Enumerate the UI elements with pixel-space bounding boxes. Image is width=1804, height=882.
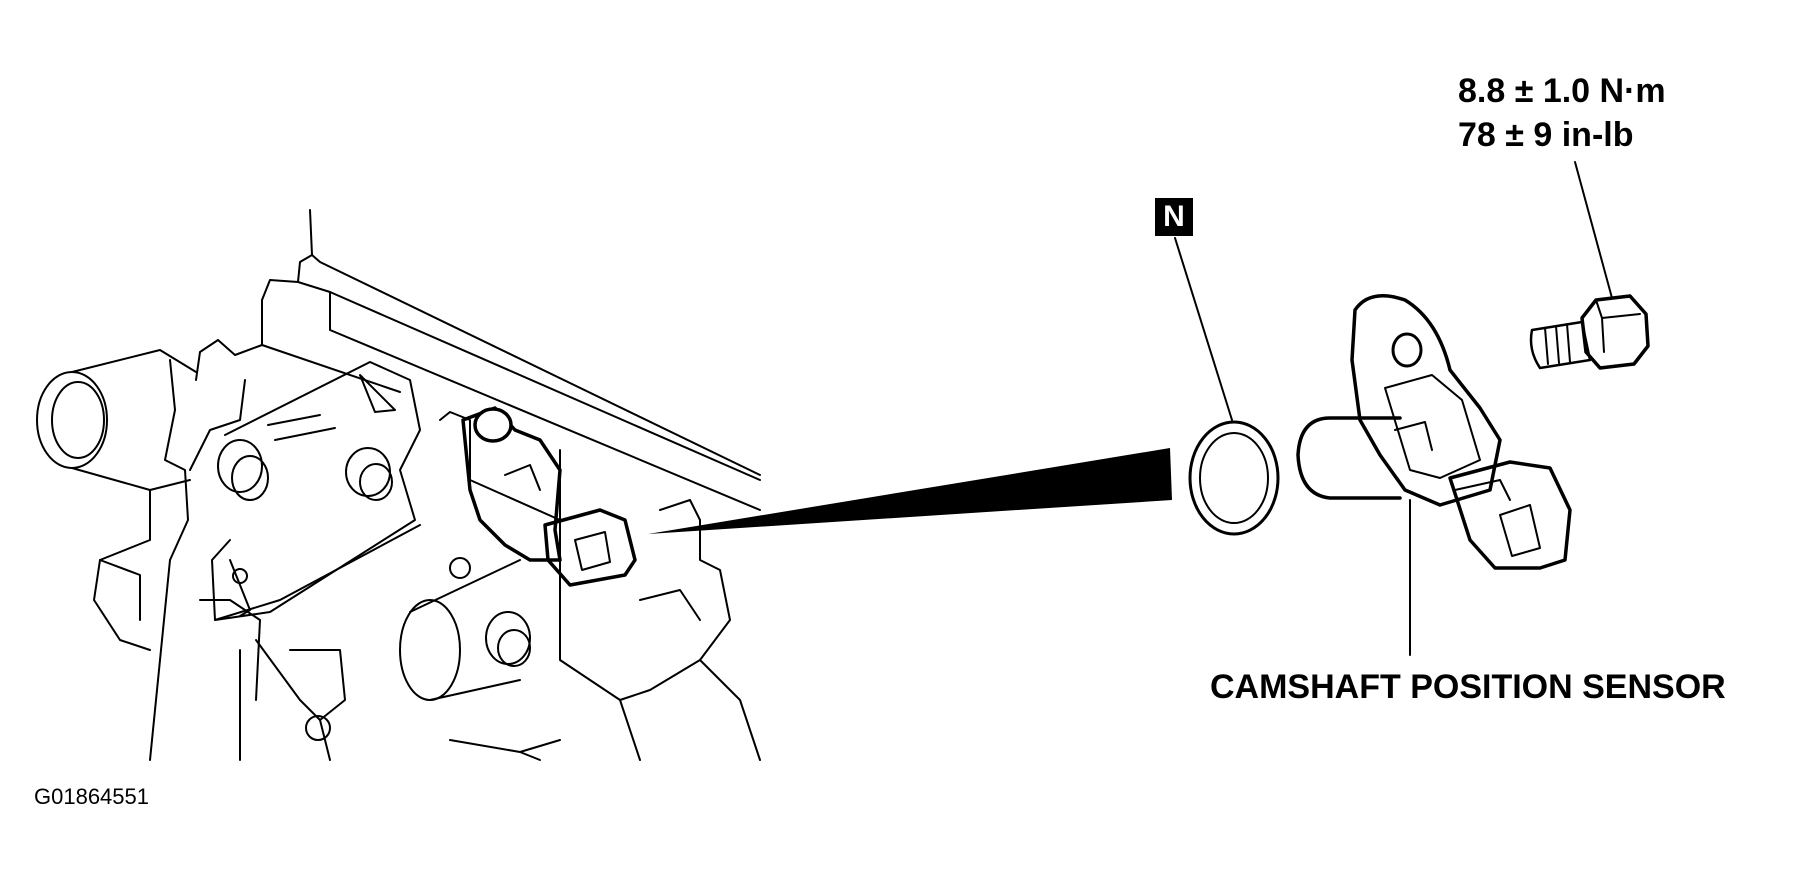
new-part-leader-line <box>1174 237 1233 421</box>
camshaft-position-sensor-illustration <box>1296 294 1572 570</box>
engine-assembly-illustration <box>36 209 761 761</box>
torque-leader-line <box>1574 161 1613 299</box>
torque-spec-nm: 8.8 ± 1.0 N·m <box>1458 72 1666 110</box>
figure-code: G01864551 <box>34 784 149 809</box>
new-part-badge: N <box>1155 198 1193 236</box>
callout-wedge <box>648 448 1172 534</box>
o-ring <box>1188 420 1280 536</box>
part-name-label: CAMSHAFT POSITION SENSOR <box>1210 668 1726 706</box>
torque-spec-inlb: 78 ± 9 in-lb <box>1458 116 1634 154</box>
mounting-bolt <box>1529 294 1650 370</box>
